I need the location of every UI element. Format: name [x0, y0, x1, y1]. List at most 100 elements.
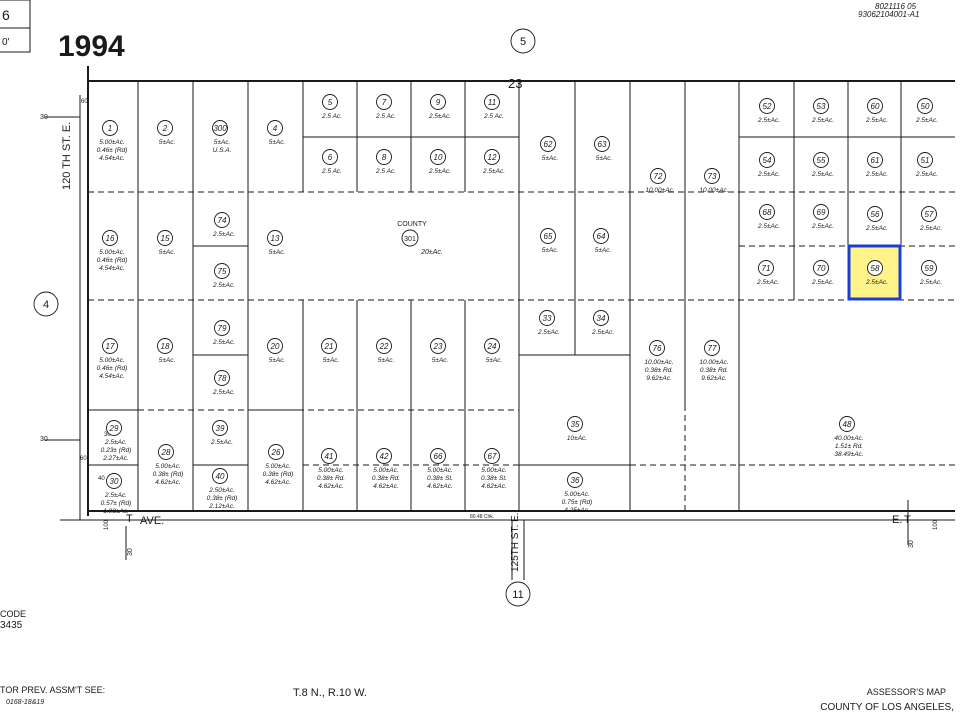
parcel-area-line: 5±Ac. — [486, 357, 503, 364]
county-parcel[interactable]: COUNTY 301 20±Ac. — [397, 221, 443, 256]
parcel-1[interactable]: 15.00±Ac.0.46± (Rd)4.54±Ac. — [97, 120, 128, 163]
dim-30-top: 30 — [40, 114, 48, 121]
parcel-number-circle — [567, 416, 583, 432]
parcel-4[interactable]: 45±Ac. — [267, 120, 286, 147]
parcel-area-line: 0.46± (Rd) — [97, 257, 128, 264]
parcel-2[interactable]: 25±Ac. — [157, 120, 176, 147]
parcel-area-line: 2.5±Ac. — [757, 117, 780, 124]
parcel-number-circle — [430, 448, 446, 464]
parcel-9[interactable]: 92.5±Ac. — [428, 94, 451, 121]
parcel-54[interactable]: 542.5±Ac. — [757, 152, 780, 179]
parcel-number-circle — [214, 263, 230, 279]
parcel-area-line: 5±Ac. — [269, 357, 286, 364]
parcel-78[interactable]: 782.5±Ac. — [212, 370, 235, 397]
parcel-57[interactable]: 572.5±Ac. — [919, 206, 942, 233]
parcel-7[interactable]: 72.5 Ac. — [375, 94, 396, 121]
parcel-60[interactable]: 602.5±Ac. — [865, 98, 888, 125]
parcel-67[interactable]: 675.00±Ac.0.38± St.4.62±Ac. — [481, 448, 507, 491]
parcel-56[interactable]: 562.5±Ac. — [865, 206, 888, 233]
dim-30-bottom-left: 30 — [127, 548, 134, 556]
parcel-number: 56 — [871, 210, 880, 219]
parcel-22[interactable]: 225±Ac. — [376, 338, 395, 365]
book-circle-11[interactable]: 11 — [505, 581, 531, 607]
parcel-area-line: 0.46± (Rd) — [97, 365, 128, 372]
parcel-number-circle — [267, 230, 283, 246]
parcel-area-line: 2.5 Ac. — [483, 113, 504, 120]
parcel-10[interactable]: 102.5±Ac. — [428, 149, 451, 176]
parcel-65[interactable]: 655±Ac. — [540, 228, 559, 255]
parcel-21[interactable]: 215±Ac. — [321, 338, 340, 365]
parcel-33[interactable]: 332.5±Ac. — [537, 310, 560, 337]
parcel-42[interactable]: 425.00±Ac.0.38± Rd.4.62±Ac. — [372, 448, 400, 491]
parcel-number: 300 — [213, 124, 227, 133]
parcel-15[interactable]: 155±Ac. — [157, 230, 176, 257]
book-circle-5[interactable]: 5 — [510, 28, 536, 54]
parcel-13[interactable]: 135±Ac. — [267, 230, 286, 257]
parcel-17[interactable]: 175.00±Ac.0.46± (Rd)4.54±Ac. — [97, 338, 128, 381]
parcel-70[interactable]: 702.5±Ac. — [811, 260, 834, 287]
parcel-51[interactable]: 512.5±Ac. — [915, 152, 938, 179]
parcel-52[interactable]: 522.5±Ac. — [757, 98, 780, 125]
parcel-34[interactable]: 342.5±Ac. — [591, 310, 614, 337]
parcel-29[interactable]: 292.5±Ac.0.23± (Rd)2.27±Ac. — [101, 420, 132, 463]
parcel-20[interactable]: 205±Ac. — [267, 338, 286, 365]
parcel-66[interactable]: 665.00±Ac.0.38± St.4.62±Ac. — [427, 448, 453, 491]
parcel-53[interactable]: 532.5±Ac. — [811, 98, 834, 125]
parcel-5[interactable]: 52.5 Ac. — [321, 94, 342, 121]
ave-label-left: AVE. — [140, 515, 164, 527]
parcel-23[interactable]: 235±Ac. — [430, 338, 449, 365]
parcel-16[interactable]: 165.00±Ac.0.46± (Rd)4.54±Ac. — [97, 230, 128, 273]
parcel-62[interactable]: 625±Ac. — [540, 136, 559, 163]
parcel-41[interactable]: 415.00±Ac.0.38± Rd.4.62±Ac. — [317, 448, 345, 491]
parcel-36[interactable]: 365.00±Ac.0.75± (Rd)4.25±Ac. — [562, 472, 593, 515]
parcel-75[interactable]: 752.5±Ac. — [212, 263, 235, 290]
parcel-area-line: 5.00±Ac. — [373, 467, 399, 474]
parcel-26[interactable]: 265.00±Ac.0.38± (Rd)4.62±Ac. — [263, 444, 294, 487]
parcel-59[interactable]: 592.5±Ac. — [919, 260, 942, 287]
parcel-8[interactable]: 82.5 Ac. — [375, 149, 396, 176]
parcel-30[interactable]: 302.5±Ac.0.57± (Rd)1.93±Ac. — [101, 473, 132, 516]
parcel-68[interactable]: 682.5±Ac. — [757, 204, 780, 231]
parcel-28[interactable]: 285.00±Ac.0.38± (Rd)4.62±Ac. — [153, 444, 184, 487]
parcel-area-line: 2.5±Ac. — [757, 171, 780, 178]
parcel-11[interactable]: 112.5 Ac. — [483, 94, 504, 121]
parcel-63[interactable]: 635±Ac. — [594, 136, 613, 163]
book-circle-4[interactable]: 4 — [33, 291, 59, 317]
parcel-58[interactable]: 582.5±Ac. — [865, 260, 888, 287]
parcel-number-circle — [376, 448, 392, 464]
parcel-39[interactable]: 392.5±Ac. — [210, 420, 233, 447]
parcel-number: 73 — [708, 172, 717, 181]
parcel-area-line: 2.5±Ac. — [811, 117, 834, 124]
assessor-label: ASSESSOR'S MAP — [867, 687, 946, 697]
parcel-number: 23 — [433, 342, 443, 351]
parcel-area-line: 2.5±Ac. — [915, 171, 938, 178]
parcel-6[interactable]: 62.5 Ac. — [321, 149, 342, 176]
parcel-12[interactable]: 122.5±Ac. — [482, 149, 505, 176]
parcel-24[interactable]: 245±Ac. — [484, 338, 503, 365]
parcel-area-line: 2.5±Ac. — [428, 113, 451, 120]
parcel-50[interactable]: 502.5±Ac. — [915, 98, 938, 125]
parcel-area-line: 9.62±Ac. — [701, 375, 727, 382]
parcel-79[interactable]: 792.5±Ac. — [212, 320, 235, 347]
parcel-number-circle — [376, 338, 392, 354]
parcel-71[interactable]: 712.5±Ac. — [756, 260, 779, 287]
parcel-69[interactable]: 692.5±Ac. — [811, 204, 834, 231]
dim-100-left-bottom: 100 — [104, 519, 110, 530]
parcel-61[interactable]: 612.5±Ac. — [865, 152, 888, 179]
parcel-64[interactable]: 645±Ac. — [593, 228, 612, 255]
parcel-40[interactable]: 402.50±Ac.0.38± (Rd)2.12±Ac. — [207, 468, 238, 511]
parcel-number-circle — [917, 152, 933, 168]
parcel-74[interactable]: 742.5±Ac. — [212, 212, 235, 239]
parcel-number-circle — [593, 228, 609, 244]
parcel-number-circle — [704, 340, 720, 356]
parcel-area-line: 0.38± Rd. — [317, 475, 345, 482]
parcel-18[interactable]: 185±Ac. — [157, 338, 176, 365]
parcel-55[interactable]: 552.5±Ac. — [811, 152, 834, 179]
